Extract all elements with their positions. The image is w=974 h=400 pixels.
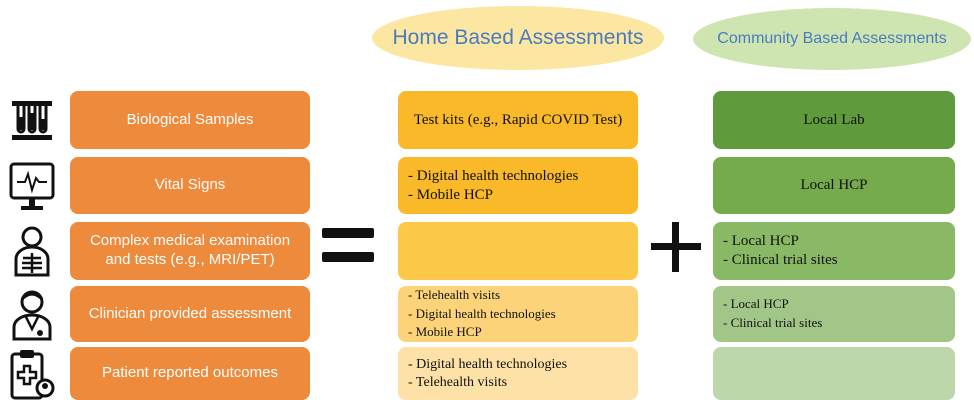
home-item-text: - Digital health technologies [408, 167, 579, 184]
category-biological-samples: Biological Samples [70, 91, 310, 149]
home-item-text: - Telehealth visits [408, 374, 508, 390]
home-item-text: - Mobile HCP [408, 186, 494, 203]
community-complex-exam: - Local HCP - Clinical trial sites [713, 222, 955, 280]
community-item-text: - Local HCP [723, 233, 799, 250]
community-patient-reported [713, 347, 955, 400]
community-clinician-assessment: - Local HCP - Clinical trial sites [713, 286, 955, 342]
category-vital-signs: Vital Signs [70, 157, 310, 214]
home-item-text: - Telehealth visits [408, 286, 500, 302]
category-patient-reported: Patient reported outcomes [70, 347, 310, 400]
community-biological-samples: Local Lab [713, 91, 955, 149]
community-based-header: Community Based Assessments [693, 8, 971, 70]
category-complex-exam: Complex medical examination and tests (e… [70, 222, 310, 280]
home-biological-samples: Test kits (e.g., Rapid COVID Test) [398, 91, 638, 149]
patient-xray-icon [8, 224, 56, 278]
home-based-header: Home Based Assessments [372, 6, 664, 70]
heart-monitor-icon [8, 160, 56, 214]
home-item-text: - Mobile HCP [408, 324, 482, 340]
community-vital-signs: Local HCP [713, 157, 955, 214]
community-item-text: - Clinical trial sites [723, 315, 823, 330]
category-clinician-assessment: Clinician provided assessment [70, 286, 310, 342]
home-item-text: - Digital health technologies [408, 357, 568, 372]
community-item-text: - Clinical trial sites [723, 252, 838, 268]
home-patient-reported: - Digital health technologies - Teleheal… [398, 347, 638, 400]
clinician-icon [8, 288, 56, 342]
home-vital-signs: - Digital health technologies - Mobile H… [398, 157, 638, 214]
plus-sign [651, 222, 701, 272]
home-clinician-assessment: - Telehealth visits - Digital health tec… [398, 286, 638, 342]
clipboard-medical-icon [8, 348, 56, 400]
community-item-text: Local HCP [800, 177, 868, 194]
home-item-text: Test kits (e.g., Rapid COVID Test) [413, 111, 623, 128]
test-tubes-icon [8, 94, 56, 146]
home-item-text: - Digital health technologies [408, 305, 556, 321]
equals-sign [322, 222, 376, 268]
community-item-text: - Local HCP [723, 296, 789, 312]
community-item-text: Local Lab [803, 111, 865, 128]
home-complex-exam [398, 222, 638, 280]
